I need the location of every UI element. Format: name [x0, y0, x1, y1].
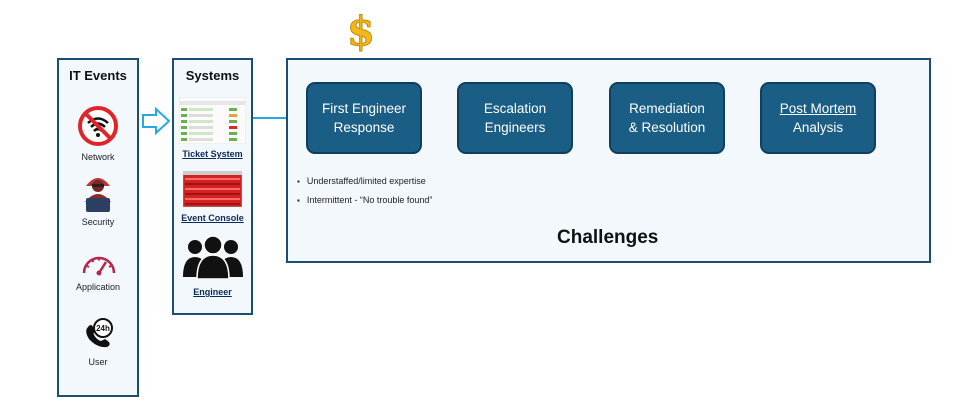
step-1-line2: Response: [333, 120, 395, 135]
systems-title: Systems: [185, 68, 240, 83]
step-post-mortem-analysis: Post Mortem Analysis: [760, 82, 876, 154]
hacker-icon: [85, 178, 111, 212]
hollow-arrow-icon: [142, 107, 171, 135]
it-events-panel: IT Events Network Security Application 2…: [57, 58, 139, 397]
security-label: Security: [81, 217, 115, 227]
console-thumbnail: [183, 171, 242, 207]
phone-24h-icon: 24h: [86, 318, 113, 348]
network-label: Network: [81, 152, 115, 162]
it-events-title: IT Events: [69, 68, 127, 83]
people-icon: [183, 235, 243, 279]
challenges-heading: Challenges: [557, 227, 659, 248]
event-console-label: Event Console: [181, 213, 244, 223]
challenge-bullet-1: Understaffed/limited expertise: [297, 176, 426, 186]
challenge-bullet-2: Intermittent - “No trouble found”: [297, 195, 433, 205]
step-4-line1: Post Mortem: [779, 101, 857, 116]
user-label: User: [88, 357, 108, 367]
step-2-line2: Engineers: [484, 120, 546, 135]
step-first-engineer-response: First Engineer Response: [306, 82, 422, 154]
no-wifi-icon: [78, 106, 118, 146]
spreadsheet-thumbnail: [179, 97, 246, 144]
step-remediation-resolution: Remediation & Resolution: [609, 82, 725, 154]
systems-panel: Systems Ticket System Event Console Engi…: [172, 58, 253, 315]
step-1-line1: First Engineer: [321, 101, 407, 116]
dollar-icon: $: [347, 8, 376, 56]
step-3-line2: & Resolution: [628, 120, 706, 135]
engineer-label: Engineer: [193, 287, 232, 297]
gauge-icon: [82, 256, 116, 276]
step-3-line1: Remediation: [629, 101, 705, 116]
application-label: Application: [75, 282, 121, 292]
ticket-system-label: Ticket System: [182, 149, 243, 159]
step-escalation-engineers: Escalation Engineers: [457, 82, 573, 154]
step-4-line2: Analysis: [792, 120, 844, 135]
step-2-line1: Escalation: [483, 101, 547, 116]
svg-text:24h: 24h: [96, 324, 110, 333]
